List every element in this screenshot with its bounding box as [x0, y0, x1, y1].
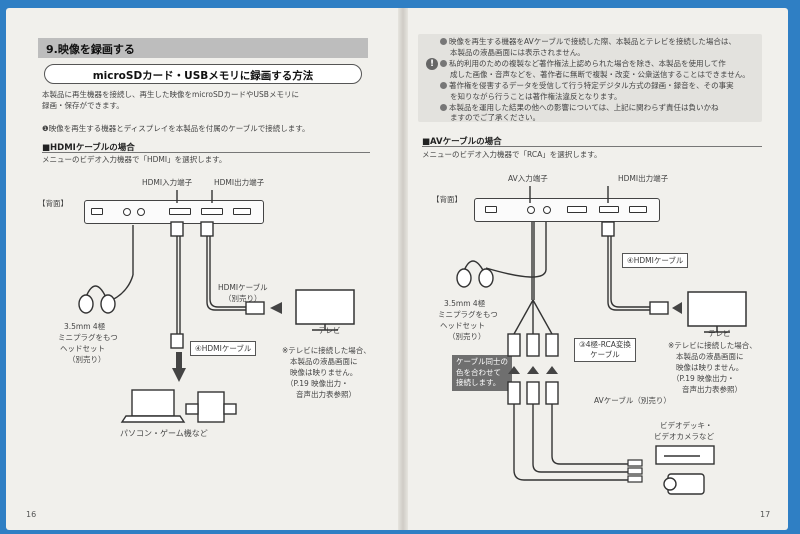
tv-note-1: ※テレビに接続した場合、: [282, 346, 371, 355]
intro-line-2: 録画・保存ができます。: [42, 101, 124, 110]
notice-4b: ますのでご了承ください。: [450, 113, 540, 122]
hdmi-out-label: HDMI出力端子: [214, 178, 265, 187]
usb-port: [485, 206, 497, 213]
hdmi-description: メニューのビデオ入力機器で「HDMI」を選択します。: [42, 155, 227, 164]
tv-r-note-4: （P.19 映像出力・: [672, 374, 735, 383]
hdmi-cable-box-right: ④HDMIケーブル: [622, 253, 689, 268]
heading-rule: [42, 152, 370, 153]
rca-box-line-2: ケーブル: [590, 349, 620, 359]
video-deck-line-2: ビデオカメラなど: [654, 432, 714, 441]
left-page: [6, 8, 402, 530]
hdmi-cable-box: ④HDMIケーブル: [190, 341, 257, 356]
hdmi-in-label: HDMI入力端子: [142, 178, 193, 187]
notice-3a: 著作権を侵害するデータを受信して行う特定デジタル方式の録画・録音を、その事実: [440, 81, 734, 91]
notice-4a: 本製品を運用した結果の他への影響については、上記に関わらず責任は負いかね: [440, 103, 718, 113]
tv-note-5: 音声出力表参照）: [296, 390, 356, 399]
av-heading-rule: [422, 146, 762, 147]
hdmi-in-port: [169, 208, 191, 215]
notice-2a: 私的利用のための複製など著作権法上認められた場合を除き、本製品を使用して作: [440, 59, 726, 69]
notice-box: [418, 34, 762, 122]
hdmi-in-port: [567, 206, 587, 213]
tv-note-3: 映像は映りません。: [290, 368, 358, 377]
headset-r-line-1: 3.5mm 4極: [444, 299, 486, 308]
av-in-label: AV入力端子: [508, 174, 548, 183]
page-number-right: 17: [760, 510, 771, 519]
chapter-title: 9.映像を録画する: [38, 38, 368, 58]
notice-1b: 本製品の液晶画面には表示されません。: [450, 48, 585, 57]
headset-r-line-3: ヘッドセット: [440, 321, 485, 330]
av-heading: ■AVケーブルの場合: [422, 137, 502, 147]
notice-3b: を知りながら行うことは著作権法違反となります。: [450, 92, 622, 101]
callout-line-3: 接続します。: [456, 378, 501, 387]
notice-1a: 映像を再生する機器をAVケーブルで接続した際、本製品とテレビを接続した場合は、: [440, 37, 736, 47]
headset-line-1: 3.5mm 4極: [64, 322, 106, 331]
hdmi-cable-label: HDMIケーブル: [218, 283, 268, 292]
av-jack: [527, 206, 535, 214]
step-1-text: ❶映像を再生する機器とディスプレイを本製品を付属のケーブルで接続します。: [42, 124, 310, 133]
section-title: microSDカード・USBメモリに録画する方法: [44, 64, 362, 84]
hdmi-out-label-right: HDMI出力端子: [618, 174, 669, 183]
headset-line-3: ヘッドセット: [60, 344, 105, 353]
tv-r-note-2: 本製品の液晶画面に: [676, 352, 744, 361]
tv-note-4: （P.19 映像出力・: [286, 379, 349, 388]
tv-label-right: テレビ: [708, 329, 731, 338]
av-jack: [123, 208, 131, 216]
tv-r-note-3: 映像は映りません。: [676, 363, 744, 372]
hdmi-cable-sold-separately: （別売り）: [224, 294, 262, 303]
book-gutter: [398, 8, 408, 530]
tv-label: テレビ: [318, 326, 341, 335]
headset-r-line-4: （別売り）: [448, 332, 486, 341]
hdmi-out-port: [599, 206, 619, 213]
recorder-back-panel-right: [474, 198, 660, 222]
back-label: 【背面】: [38, 199, 68, 208]
headset-r-line-2: ミニプラグをもつ: [438, 310, 498, 319]
tv-r-note-5: 音声出力表参照）: [682, 385, 742, 394]
hdmi-heading: ■HDMIケーブルの場合: [42, 143, 135, 153]
bullet-icon: [440, 104, 447, 111]
tv-r-note-1: ※テレビに接続した場合、: [668, 341, 757, 350]
headset-line-2: ミニプラグをもつ: [58, 333, 118, 342]
callout-line-2: 色を合わせて: [456, 367, 501, 377]
notice-2b: 成した画像・音声などを、著作者に無断で複製・改変・公衆送信することはできません。: [450, 70, 750, 79]
callout-line-1: ケーブル同士の: [456, 357, 509, 366]
av-cable-label: AVケーブル（別売り）: [594, 396, 671, 405]
tv-note-2: 本製品の液晶画面に: [290, 357, 358, 366]
bullet-icon: [440, 82, 447, 89]
usb-a-port: [629, 206, 647, 213]
intro-line-1: 本製品に再生機器を接続し、再生した映像をmicroSDカードやUSBメモリに: [42, 90, 299, 99]
headset-jack: [137, 208, 145, 216]
pc-game-label: パソコン・ゲーム機など: [120, 429, 208, 438]
recorder-back-panel: [84, 200, 264, 224]
rca-conversion-cable-box: ③4極-RCA変換 ケーブル: [574, 338, 636, 362]
warning-icon: !: [426, 58, 438, 70]
bullet-icon: [440, 60, 447, 67]
av-description: メニューのビデオ入力機器で「RCA」を選択します。: [422, 150, 602, 159]
bullet-icon: [440, 38, 447, 45]
video-deck-line-1: ビデオデッキ・: [660, 421, 713, 430]
back-label-right: 【背面】: [432, 195, 462, 204]
headset-line-4: （別売り）: [68, 355, 106, 364]
rca-box-line-1: ③4極-RCA変換: [579, 340, 631, 349]
color-match-callout: ケーブル同士の 色を合わせて 接続します。: [452, 355, 513, 391]
page-number-left: 16: [26, 510, 37, 519]
hdmi-out-port: [201, 208, 223, 215]
usb-a-port: [233, 208, 251, 215]
usb-port: [91, 208, 103, 215]
headset-jack: [543, 206, 551, 214]
